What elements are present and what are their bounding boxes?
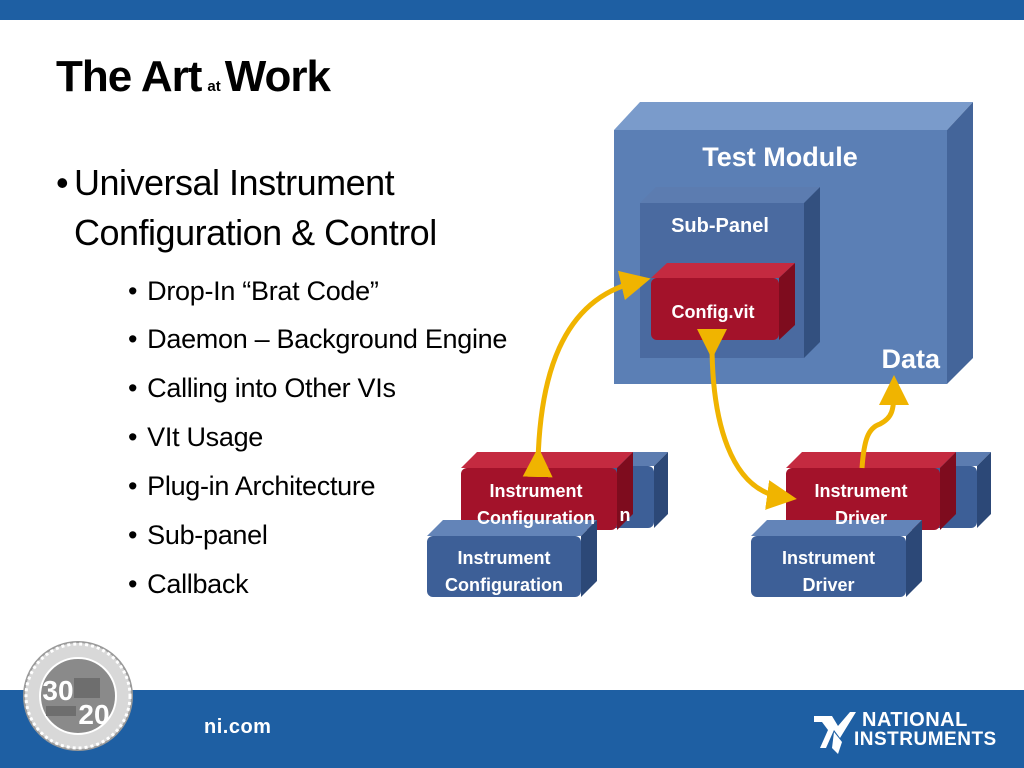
sub-bullet: •Daemon – Background Engine [128, 324, 508, 354]
data-label: Data [881, 344, 940, 374]
config-vit-label: Config.vit [671, 302, 755, 322]
sub-bullet: •VIt Usage [128, 422, 264, 452]
config-link-arrow [522, 270, 651, 478]
instrument-config-back-label: Instrument Configuration [477, 481, 595, 528]
title-part2: Work [224, 52, 331, 101]
instrument-driver-red-box [786, 452, 956, 530]
hidden-letter-label: n [619, 505, 631, 525]
badge-bottom-number: 20 [78, 699, 109, 730]
ni-com-link[interactable]: ni.com [204, 716, 272, 738]
logo-line2: INSTRUMENTS [854, 729, 997, 750]
title-small-word: at [207, 78, 221, 95]
sub-bullet: •Plug-in Architecture [128, 471, 376, 501]
main-bullet-text: Universal Instrument Configuration & Con… [74, 162, 437, 253]
sub-bullet: •Callback [128, 569, 249, 599]
bullet-dot: • [56, 162, 69, 203]
data-up-arrow [859, 375, 909, 469]
top-bar [0, 0, 1024, 20]
architecture-diagram [427, 102, 991, 597]
badge-top-number: 30 [42, 675, 73, 706]
logo-line1: NATIONAL [862, 709, 968, 731]
ni-eagle-icon [814, 712, 856, 754]
driver-link-arrow [696, 328, 797, 510]
instrument-driver-front-label: Instrument Driver [781, 548, 875, 595]
instrument-config-front-label: Instrument Configuration [445, 548, 563, 595]
instrument-driver-back-label: Instrument Driver [814, 481, 908, 528]
main-bullet: • Universal Instrument Configuration & C… [56, 158, 516, 258]
slide-title: The Art atWork [56, 52, 331, 102]
sub-bullet: •Calling into Other VIs [128, 373, 396, 403]
anniversary-badge-icon: 30 20 [23, 641, 133, 751]
sub-bullet: •Drop-In “Brat Code” [128, 276, 379, 306]
sub-panel-label: Sub-Panel [671, 215, 769, 237]
config-vit-box [651, 263, 795, 340]
instrument-driver-front-box [751, 520, 922, 597]
sub-bullet: •Sub-panel [128, 520, 268, 550]
instrument-config-front-box [427, 520, 597, 597]
national-instruments-logo: NATIONAL INSTRUMENTS [812, 708, 1012, 756]
title-part1: The Art [56, 52, 202, 101]
test-module-label: Test Module [702, 142, 858, 172]
footer-bar [0, 690, 1024, 768]
